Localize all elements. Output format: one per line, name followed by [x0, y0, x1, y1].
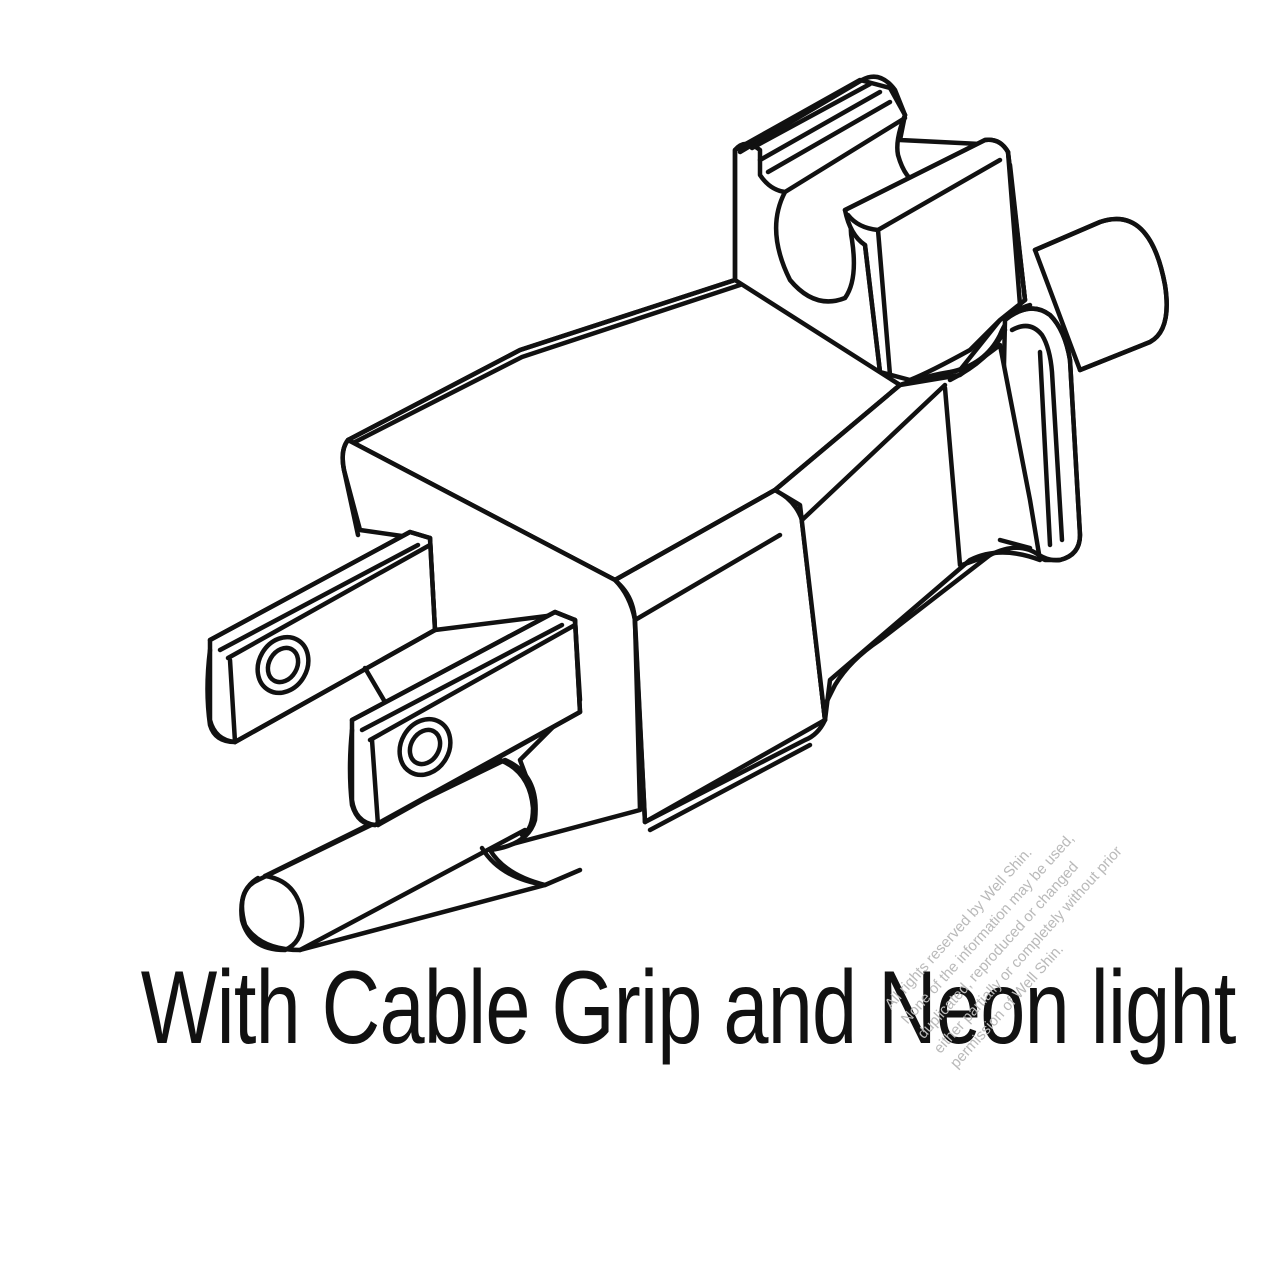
caption-text: With Cable Grip and Neon light — [140, 950, 1237, 1066]
right-flat-blade-icon — [347, 609, 583, 828]
cable-icon — [1032, 216, 1169, 373]
plug-body-icon — [340, 277, 1043, 853]
left-flat-blade-icon — [205, 529, 438, 745]
ground-pin-icon — [239, 757, 583, 953]
